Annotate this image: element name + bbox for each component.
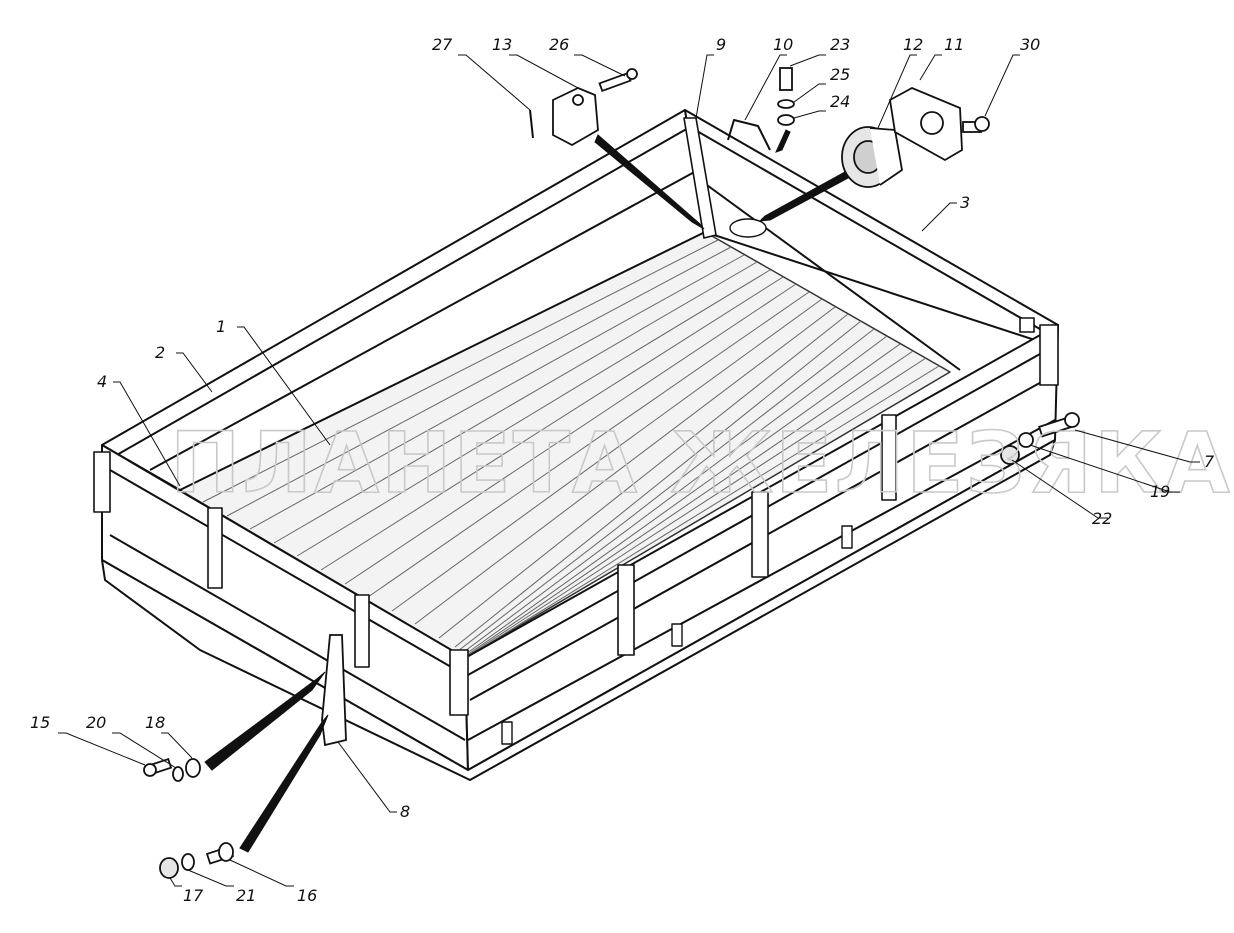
callout-20: 20 [86, 713, 106, 732]
part-8-stake-gusset [321, 634, 347, 747]
callout-11: 11 [944, 35, 964, 54]
arrow-16-to-8 [239, 714, 329, 853]
callout-21: 21 [236, 886, 256, 905]
callout-26: 26 [549, 35, 569, 54]
board-hinges [501, 525, 853, 745]
callout-30: 30 [1020, 35, 1040, 54]
arrow-12-to-plate [758, 171, 849, 222]
watermark: ПЛАНЕТА ЖЕЛЕЗЯКА [170, 414, 1232, 512]
part-18-washer [185, 758, 201, 778]
floor-planks [202, 239, 940, 659]
assembly-arrows [204, 129, 849, 853]
front-stay-bracket [683, 117, 717, 239]
part-23-bolt [779, 67, 793, 91]
arrow-13-to-body [594, 134, 705, 230]
callout-labels: 1 2 3 4 7 8 9 10 11 12 13 15 16 17 18 19… [30, 35, 1215, 905]
part-25-washer [777, 99, 795, 109]
part-16-bolt [205, 842, 235, 865]
side-stakes [207, 414, 897, 668]
part-17-nut [159, 857, 179, 879]
arrow-18-to-8 [204, 671, 326, 771]
callout-22: 22 [1092, 509, 1112, 528]
callout-25: 25 [830, 65, 850, 84]
arrow-24-to-loop [775, 129, 791, 153]
callout-10: 10 [773, 35, 793, 54]
callout-7: 7 [1204, 452, 1215, 471]
part-22-nut [1000, 445, 1020, 465]
front-lifting-loop [727, 119, 771, 151]
part-30-bolt [962, 116, 990, 133]
part-27-cotter-pin [529, 109, 534, 139]
part-26-pin [598, 68, 638, 93]
callout-19: 19 [1150, 482, 1170, 501]
callout-16: 16 [297, 886, 317, 905]
callout-12: 12 [903, 35, 923, 54]
cargo-platform [93, 109, 1059, 781]
part-24-nut [777, 114, 795, 126]
callout-9: 9 [716, 35, 726, 54]
callout-17: 17 [183, 886, 204, 905]
spare-wheel-mount-plate [729, 218, 767, 238]
callout-24: 24 [830, 92, 850, 111]
callout-1: 1 [216, 317, 226, 336]
part-20-spring-washer [172, 766, 184, 782]
callout-15: 15 [30, 713, 50, 732]
part-21-washer [181, 853, 195, 871]
callout-23: 23 [830, 35, 850, 54]
part-7-bolt [1038, 412, 1080, 438]
callout-4: 4 [97, 372, 107, 391]
part-12-wheel-holder [841, 126, 903, 188]
part-15-bolt [143, 757, 173, 777]
callout-27: 27 [432, 35, 453, 54]
callout-13: 13 [492, 35, 512, 54]
corner-locks [93, 317, 1059, 716]
callout-2: 2 [155, 343, 165, 362]
callout-3: 3 [960, 193, 970, 212]
leader-lines [58, 54, 1200, 887]
callout-18: 18 [145, 713, 165, 732]
platform-underbody [101, 439, 1056, 781]
part-19-washer [1018, 432, 1034, 448]
callout-8: 8 [400, 802, 410, 821]
exploded-parts [143, 67, 1080, 879]
